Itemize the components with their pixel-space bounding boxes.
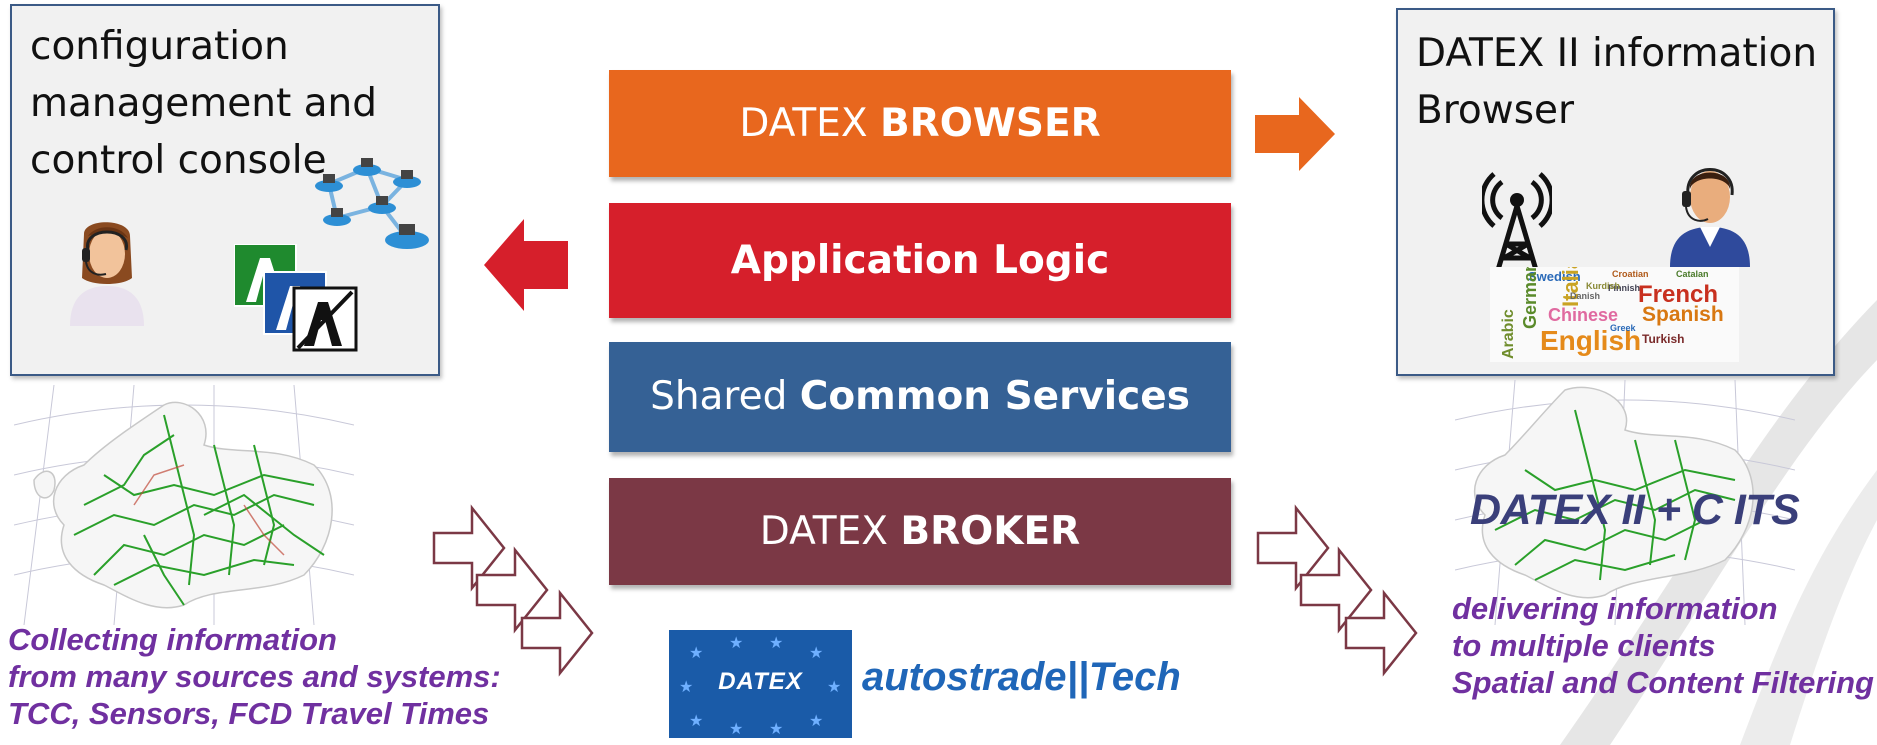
operator-female-icon [70,222,144,326]
word-catalan: Catalan [1676,269,1709,279]
shared-common-bold: Common Services [799,374,1190,419]
svg-text:★: ★ [809,711,823,730]
language-word-cloud: Swedish Italian German Arabic French Spa… [1490,267,1739,362]
datex-browser-bold: BROWSER [879,101,1101,146]
autostrade-logo-suffix: Tech [1088,655,1181,699]
word-finnish: Finnish [1608,283,1640,293]
svg-text:★: ★ [729,633,743,652]
datex-browser-prefix: DATEX [739,101,880,146]
collecting-caption-line3: TCC, Sensors, FCD Travel Times [8,696,490,731]
shared-common-prefix: Shared [650,374,800,419]
outflow-arrows-icon [1256,504,1418,677]
word-english: English [1540,325,1642,356]
europe-map-left [14,385,354,625]
datex-broker-layer: DATEX BROKER [609,478,1231,585]
word-danish: Danish [1570,291,1601,301]
network-icon [315,158,429,249]
word-croatian: Croatian [1612,269,1649,279]
svg-text:★: ★ [827,677,841,696]
map-overlay-title: DATEX II + C ITS [1470,486,1800,534]
config-console-panel: configuration management and control con… [10,4,440,376]
motorway-sign-icon [234,244,358,352]
config-console-label: configuration management and control con… [30,24,378,183]
svg-text:★: ★ [689,711,703,730]
autostrade-logo-bars-icon: || [1066,655,1089,699]
datex-broker-bold: BROKER [900,509,1081,554]
svg-text:★: ★ [769,633,783,652]
svg-text:★: ★ [689,643,703,662]
datex-logo-text: DATEX [718,668,803,695]
word-chinese: Chinese [1548,305,1619,325]
word-turkish: Turkish [1642,332,1685,346]
inflow-arrows-icon [432,504,594,677]
delivering-caption-line3: Spatial and Content Filtering [1452,665,1874,700]
word-greek: Greek [1610,323,1636,333]
datex-browser-layer: DATEX BROWSER [609,70,1231,177]
word-french: French [1638,281,1719,308]
eu-stars-icon: ★ ★ ★ ★ ★ ★ ★ ★ ★ ★ [679,633,841,738]
arrow-left-red [484,219,568,311]
word-german: German [1520,267,1540,329]
arrow-right-orange [1255,97,1335,171]
info-browser-label: DATEX II information Browser [1416,31,1818,133]
datex-broker-prefix: DATEX [759,509,901,554]
svg-text:★: ★ [679,677,693,696]
collecting-caption: Collecting information from many sources… [8,621,501,732]
antenna-tower-icon [1482,172,1552,271]
delivering-caption-line2: to multiple clients [1452,628,1716,663]
europe-map-right [1455,380,1795,625]
word-arabic: Arabic [1500,309,1517,359]
collecting-caption-line1: Collecting information [8,622,337,657]
collecting-caption-line2: from many sources and systems: [8,659,501,694]
autostrade-tech-logo: autostrade||Tech [862,655,1181,700]
application-logic-label: Application Logic [730,238,1110,283]
word-italian: Italian [1558,267,1583,307]
svg-text:★: ★ [729,719,743,738]
word-spanish: Spanish [1642,303,1724,326]
application-logic-layer: Application Logic [609,203,1231,318]
svg-text:★: ★ [809,643,823,662]
delivering-caption-line1: delivering information [1452,591,1778,626]
datex-logo: ★ ★ ★ ★ ★ ★ ★ ★ ★ ★ DATEX [669,630,852,738]
delivering-caption: delivering information to multiple clien… [1452,590,1874,701]
word-kurdish: Kurdish [1586,281,1621,291]
autostrade-logo-name: autostrade [862,655,1067,699]
svg-text:★: ★ [769,719,783,738]
operator-male-icon [1670,168,1750,267]
shared-common-services-layer: Shared Common Services [609,342,1231,452]
word-swedish: Swedish [1528,269,1581,284]
